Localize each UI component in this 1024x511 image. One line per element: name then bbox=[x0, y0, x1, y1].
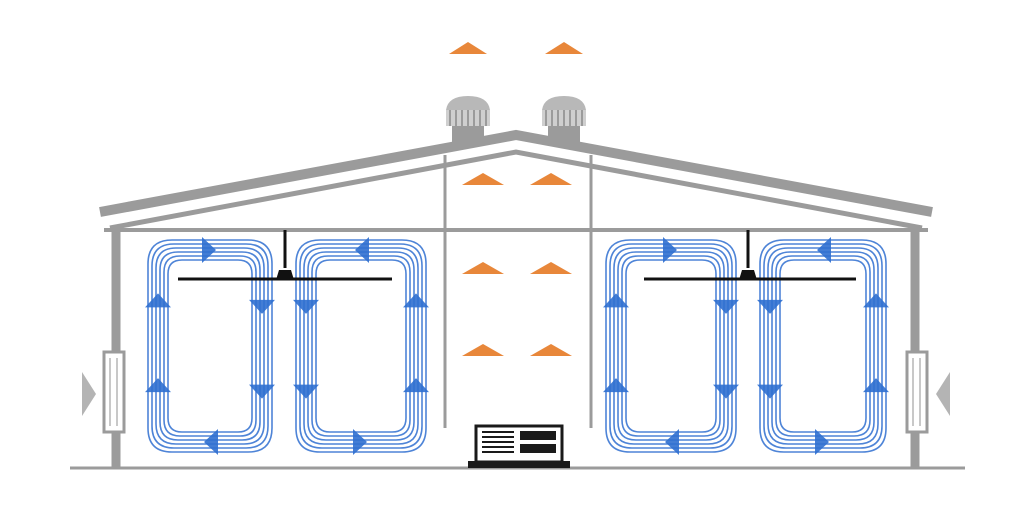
warm-arrow bbox=[530, 344, 572, 418]
roof-vent-left bbox=[446, 96, 490, 142]
exhaust-plume bbox=[545, 42, 583, 98]
roof-vent-icon bbox=[446, 96, 490, 142]
roof-vent-icon bbox=[542, 96, 586, 142]
cool-air-loops bbox=[145, 237, 889, 455]
heater bbox=[468, 424, 570, 468]
wall-inlet-icon bbox=[102, 350, 126, 434]
ceiling-fan-left bbox=[178, 230, 392, 281]
ceiling-fan-right bbox=[644, 230, 856, 281]
roof-vent-right bbox=[542, 96, 586, 142]
warm-arrow bbox=[462, 262, 504, 344]
circulation-loop bbox=[603, 237, 739, 455]
building-structure bbox=[70, 129, 965, 470]
warm-arrow bbox=[530, 173, 572, 262]
wall-inlet-icon bbox=[905, 350, 929, 434]
circulation-loop bbox=[145, 237, 275, 455]
inlet-arrow-left bbox=[44, 372, 96, 416]
left-inlet bbox=[102, 350, 126, 434]
ceiling-fan-icon bbox=[178, 230, 392, 281]
circulation-loop bbox=[757, 237, 889, 455]
heater-icon bbox=[468, 424, 570, 468]
warm-air-columns bbox=[449, 42, 583, 418]
roof bbox=[99, 129, 933, 217]
ceiling-fan-icon bbox=[644, 230, 856, 281]
warm-arrow bbox=[530, 262, 572, 344]
circulation-loop bbox=[293, 237, 429, 455]
warm-arrow bbox=[462, 173, 504, 262]
right-inlet bbox=[905, 350, 929, 434]
roof-inner bbox=[109, 149, 923, 231]
inlet-arrow-right bbox=[936, 372, 986, 416]
warm-arrow bbox=[462, 344, 504, 418]
exhaust-plume bbox=[449, 42, 487, 98]
